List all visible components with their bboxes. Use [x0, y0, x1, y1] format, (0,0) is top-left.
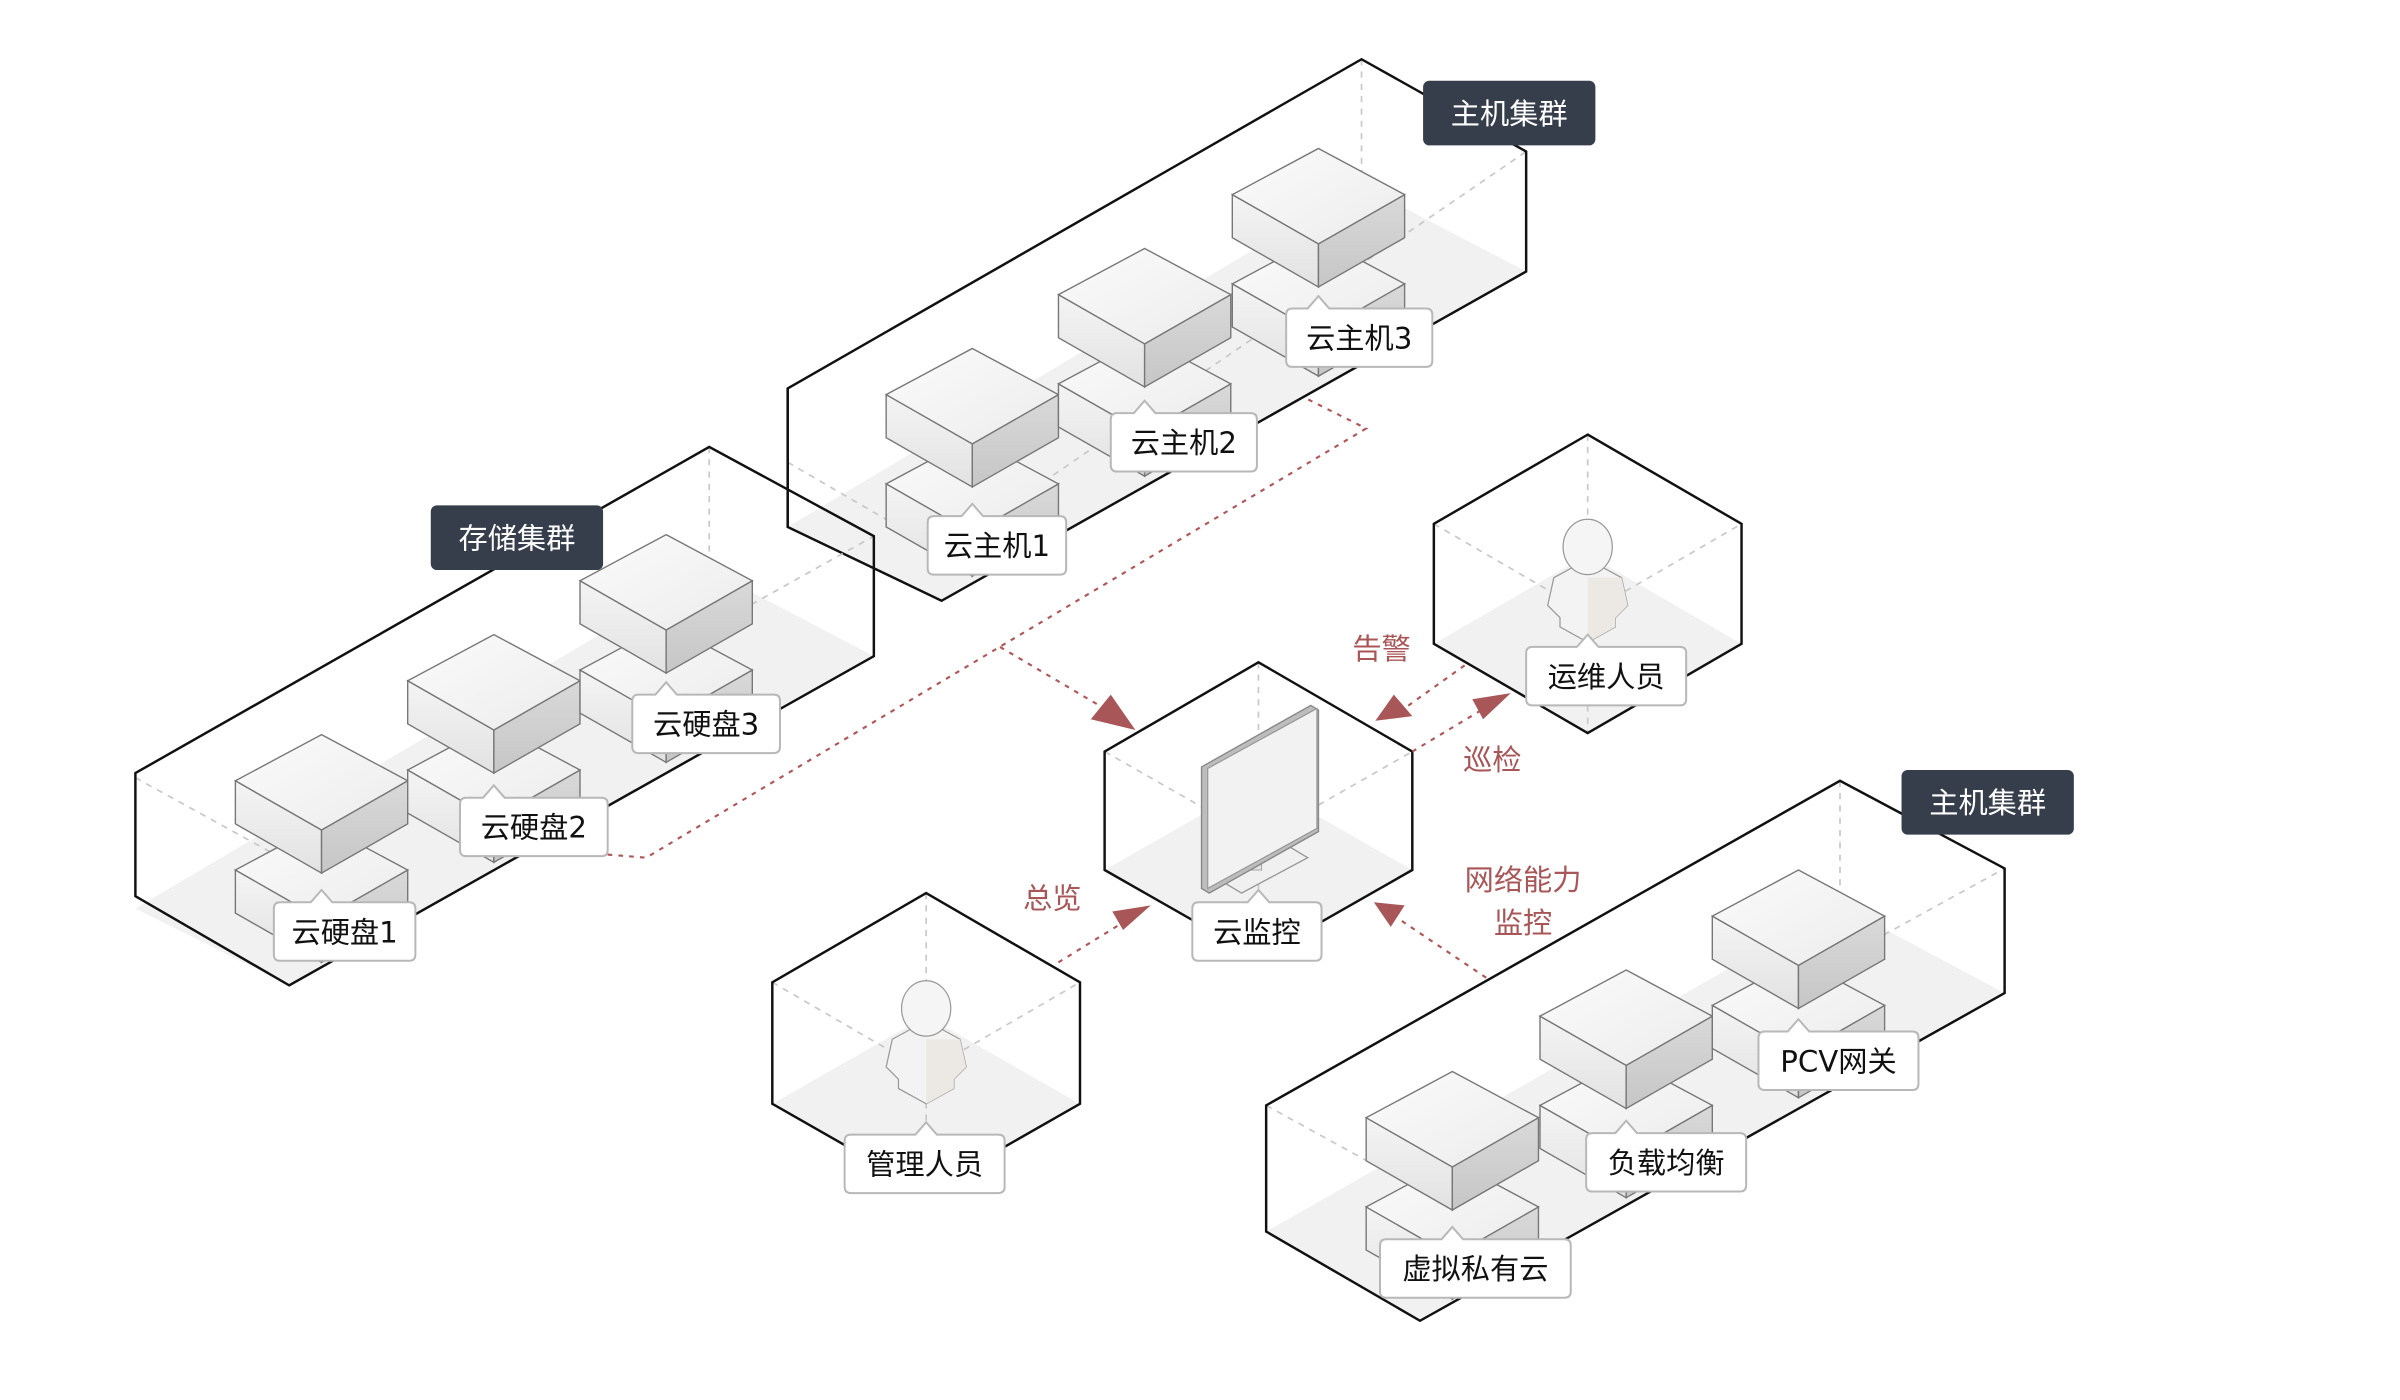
host-cluster-top: 云主机1 云主机2 云主机3 主机集群 [786, 57, 1596, 603]
ops-person-node: 运维人员 [1432, 433, 1743, 735]
svg-text:主机集群: 主机集群 [1929, 786, 2046, 820]
flow-overview: 总览 [1023, 881, 1151, 964]
cluster-tag: 主机集群 [1901, 770, 2074, 835]
server-node: 负载均衡 [1538, 969, 1748, 1199]
arrow-to-monitor-icon [1090, 694, 1136, 730]
flow-network-monitor: 网络能力 监控 [1373, 863, 1582, 979]
svg-text:云主机2: 云主机2 [1131, 426, 1237, 460]
svg-text:云硬盘2: 云硬盘2 [481, 811, 587, 845]
flow-label-overview: 总览 [1023, 881, 1081, 915]
monitor-label: 云监控 [1191, 888, 1323, 962]
server-node: 云主机3 [1230, 147, 1434, 378]
monitor-node: 云监控 [1103, 660, 1414, 962]
flow-label-network-line1: 网络能力 [1465, 863, 1582, 897]
server-node: 云主机1 [884, 347, 1068, 578]
server-label: 云主机1 [926, 502, 1068, 576]
ops-person-label: 运维人员 [1525, 633, 1688, 707]
server-group: 虚拟私有云 负载均衡 PCV网关 [1364, 869, 1920, 1301]
storage-cluster: 云硬盘1 云硬盘2 云硬盘3 存储集群 [134, 445, 876, 987]
svg-text:云硬盘3: 云硬盘3 [653, 708, 759, 742]
server-label: 云硬盘2 [459, 783, 609, 858]
flow-label-network-line2: 监控 [1494, 906, 1552, 940]
server-node: 云主机2 [1057, 247, 1258, 478]
server-group: 云硬盘1 云硬盘2 云硬盘3 [233, 533, 782, 964]
server-label: 云主机3 [1285, 294, 1434, 368]
monitor-icon [1200, 704, 1320, 894]
svg-text:云硬盘1: 云硬盘1 [291, 915, 397, 949]
arrow-overview-icon [1112, 905, 1151, 930]
server-label: 云主机2 [1109, 399, 1258, 473]
svg-text:存储集群: 存储集群 [458, 521, 575, 555]
server-group: 云主机1 云主机2 云主机3 [884, 147, 1434, 578]
svg-text:PCV网关: PCV网关 [1780, 1045, 1896, 1079]
server-node: PCV网关 [1710, 869, 1920, 1099]
host-cluster-bottom: 虚拟私有云 负载均衡 PCV网关 主机集群 [1264, 770, 2074, 1323]
storage-host-connector [607, 396, 1369, 859]
svg-text:主机集群: 主机集群 [1451, 97, 1568, 131]
server-label: PCV网关 [1757, 1017, 1920, 1091]
svg-text:管理人员: 管理人员 [866, 1148, 983, 1182]
flow-label-alarm: 告警 [1352, 632, 1410, 666]
cluster-tag: 存储集群 [430, 505, 604, 570]
server-node: 云硬盘2 [406, 633, 609, 864]
arrow-alarm-icon [1375, 694, 1413, 721]
svg-text:云主机1: 云主机1 [944, 529, 1050, 563]
flow-alarm: 告警 [1352, 632, 1466, 721]
flow-label-inspection: 巡检 [1463, 743, 1521, 777]
arrow-inspection-icon [1472, 693, 1511, 720]
server-label: 云硬盘3 [631, 680, 782, 755]
server-stack-icon [406, 633, 582, 864]
svg-text:云监控: 云监控 [1213, 915, 1301, 949]
arrow-network-monitor-icon [1373, 902, 1405, 927]
server-label: 负载均衡 [1585, 1119, 1748, 1193]
server-label: 云硬盘1 [272, 888, 417, 962]
server-node: 云硬盘1 [233, 733, 417, 964]
admin-person-node: 管理人员 [771, 891, 1082, 1195]
svg-text:负载均衡: 负载均衡 [1608, 1146, 1725, 1180]
server-node: 云硬盘3 [578, 533, 782, 764]
person-icon [1547, 518, 1629, 644]
svg-text:运维人员: 运维人员 [1548, 660, 1665, 694]
server-node: 虚拟私有云 [1364, 1070, 1572, 1301]
flow-inspection: 巡检 [1411, 693, 1522, 777]
person-icon [885, 980, 967, 1105]
server-label: 虚拟私有云 [1379, 1225, 1572, 1299]
svg-text:虚拟私有云: 虚拟私有云 [1402, 1252, 1548, 1286]
admin-person-label: 管理人员 [843, 1120, 1006, 1195]
svg-text:云主机3: 云主机3 [1306, 321, 1412, 355]
cluster-tag: 主机集群 [1423, 80, 1596, 146]
